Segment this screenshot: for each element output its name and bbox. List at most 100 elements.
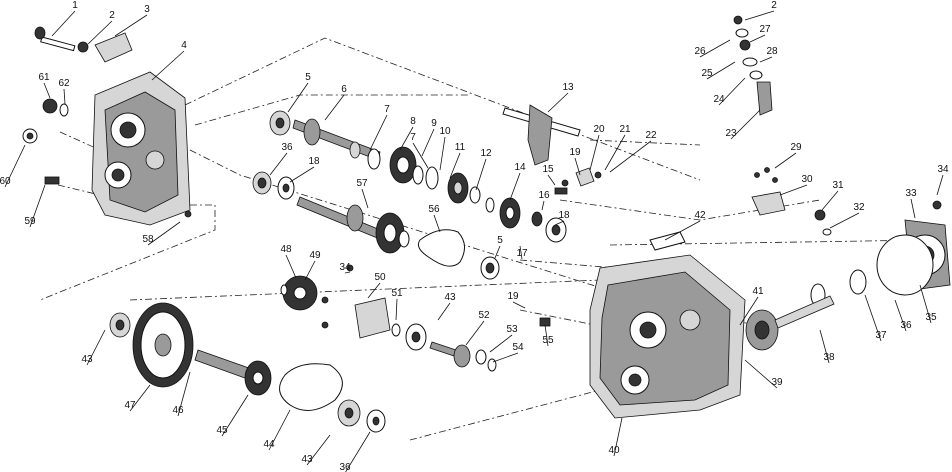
callout-leader <box>367 282 381 299</box>
callout-number: 20 <box>593 124 605 135</box>
callout-number: 1 <box>72 0 78 11</box>
right-end-cover <box>810 219 951 307</box>
callout-number: 2 <box>771 0 777 11</box>
callout-number: 46 <box>172 405 184 416</box>
left-small-parts <box>22 98 192 218</box>
callout-leader <box>412 142 429 169</box>
callout-leader <box>739 296 759 326</box>
callout-leader <box>369 114 388 151</box>
callout-number: 30 <box>801 174 813 185</box>
callout-leader <box>774 152 797 169</box>
callout-number: 2 <box>109 10 115 21</box>
callout-leader <box>289 166 315 183</box>
callout-leader <box>439 136 446 171</box>
callout-leader <box>492 352 519 363</box>
callout-number: 62 <box>58 78 70 89</box>
callout-number: 13 <box>562 82 574 93</box>
callout-number: 40 <box>608 445 620 456</box>
upper-chain <box>417 229 465 267</box>
shift-lever-parts <box>733 15 773 116</box>
callout-leader <box>613 417 623 457</box>
callout-leader <box>114 14 148 37</box>
callout-leader <box>51 10 76 37</box>
callout-number: 43 <box>444 292 456 303</box>
callout-number: 6 <box>341 84 347 95</box>
callout-leader <box>609 140 652 173</box>
drive-shaft-sprocket <box>194 349 272 396</box>
callout-number: 36 <box>900 320 912 331</box>
callout-number: 34 <box>937 164 949 175</box>
callout-leader <box>519 245 523 260</box>
callout-number: 8 <box>410 116 416 127</box>
callout-leader <box>268 409 291 451</box>
callout-leader <box>821 190 839 211</box>
callout-number: 36 <box>281 142 293 153</box>
callout-leader <box>547 92 569 113</box>
callout-leader <box>541 200 545 211</box>
callout-number: 32 <box>853 202 865 213</box>
callout-number: 5 <box>497 235 503 246</box>
callout-leader <box>475 158 487 191</box>
callout-number: 5 <box>305 72 311 83</box>
callout-leader <box>29 184 46 228</box>
callout-number: 57 <box>356 178 368 189</box>
callout-number: 27 <box>759 24 771 35</box>
lower-chain <box>279 363 343 411</box>
right-small-parts <box>814 200 942 236</box>
callout-leader <box>129 384 151 412</box>
callout-leader <box>706 61 736 80</box>
sprocket-bracket <box>280 264 401 339</box>
callout-number: 19 <box>569 147 581 158</box>
callout-leader <box>509 172 521 201</box>
callout-leader <box>344 271 351 274</box>
small-fastener <box>539 231 686 327</box>
callout-number: 53 <box>506 324 518 335</box>
callout-number: 28 <box>766 46 778 57</box>
callout-number: 18 <box>308 156 320 167</box>
callout-leader <box>919 284 932 324</box>
callout-number: 37 <box>875 330 887 341</box>
callout-number: 17 <box>516 248 528 259</box>
callout-leader <box>437 302 451 321</box>
callout-leader <box>177 371 191 417</box>
callout-leader <box>718 77 746 106</box>
bracket-assembly <box>751 167 786 216</box>
callout-leader <box>864 294 882 342</box>
callout-number: 60 <box>0 176 11 187</box>
callout-leader <box>829 212 860 229</box>
callout-number: 45 <box>216 425 228 436</box>
callout-number: 56 <box>428 204 440 215</box>
callout-leader <box>87 20 113 45</box>
callout-number: 42 <box>694 210 706 221</box>
callout-number: 52 <box>478 310 490 321</box>
bolt-washer-bracket <box>34 26 133 63</box>
callout-leader <box>574 157 581 176</box>
callout-leader <box>589 134 600 171</box>
callout-number: 18 <box>558 210 570 221</box>
callout-number: 33 <box>905 188 917 199</box>
callout-number: 24 <box>713 94 725 105</box>
callout-leader <box>449 152 461 179</box>
callout-leader <box>779 184 808 196</box>
callout-leader <box>894 299 907 332</box>
callout-leader <box>287 82 309 113</box>
callout-number: 15 <box>542 164 554 175</box>
callout-leader <box>936 174 944 196</box>
callout-number: 36 <box>339 462 351 472</box>
main-gearcase-housing <box>589 254 746 419</box>
callout-leader <box>744 359 778 389</box>
callout-number: 9 <box>431 118 437 129</box>
callout-leader <box>324 94 345 121</box>
callout-number: 21 <box>619 124 631 135</box>
callout-number: 22 <box>645 130 657 141</box>
callout-leader <box>494 245 501 259</box>
callout-number: 41 <box>752 286 764 297</box>
callout-number: 54 <box>512 342 524 353</box>
callout-number: 58 <box>142 234 154 245</box>
idler-shaft <box>405 323 497 372</box>
callout-leader <box>554 220 565 226</box>
callout-number: 48 <box>280 244 292 255</box>
detent-parts <box>554 167 602 195</box>
callout-number: 19 <box>507 291 519 302</box>
callout-number: 43 <box>301 454 313 465</box>
